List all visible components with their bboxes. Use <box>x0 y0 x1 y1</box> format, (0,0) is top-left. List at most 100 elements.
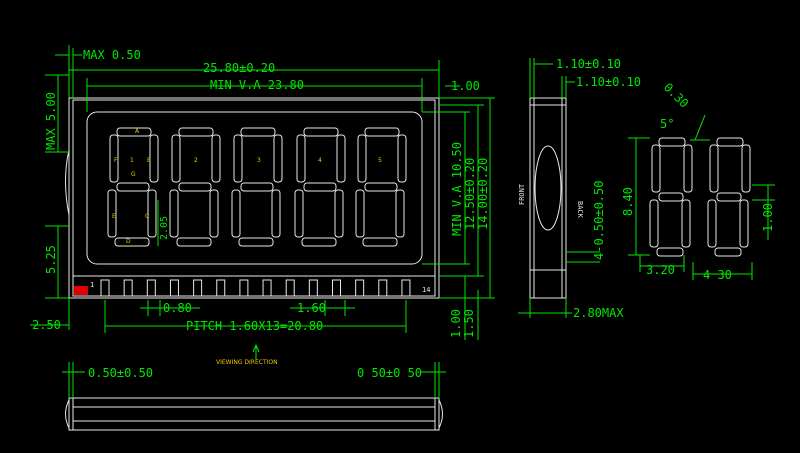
seg-e <box>169 189 179 238</box>
seg-a <box>364 127 400 137</box>
seg-b <box>741 144 751 193</box>
glass-inner-outline <box>72 99 436 297</box>
seg-label-f: F <box>114 157 118 164</box>
seg-label-a: A <box>135 128 140 135</box>
seg-d <box>114 237 150 247</box>
seg-c <box>739 199 749 248</box>
dim-height-1400: 14.00±0.20 <box>476 158 490 230</box>
pin-first-label: 1 <box>90 281 94 289</box>
seg-c <box>395 189 405 238</box>
pin-8 <box>262 279 272 297</box>
digit-label-2: 2 <box>194 157 198 164</box>
detail-100: 1.00 <box>761 203 775 232</box>
digit-detail-2 <box>707 137 751 257</box>
bottom-view: 0.50±0.50 0 50±0 50 <box>62 362 446 431</box>
pin-11 <box>332 279 341 297</box>
side-back: BACK <box>576 201 584 219</box>
dim-250: 2.50 <box>32 318 61 332</box>
glass-outline <box>68 97 440 299</box>
detail-840: 8.40 <box>621 187 635 216</box>
side-front: FRONT <box>518 183 526 205</box>
seg-b <box>336 134 346 183</box>
seg-g <box>716 192 742 202</box>
seg-b <box>149 134 159 183</box>
seg-f <box>296 134 306 183</box>
seg-c <box>147 189 157 238</box>
pin-9 <box>285 279 295 297</box>
side-dim-050: 4-0.50±0.50 <box>592 181 606 260</box>
dim-080: 0.80 <box>163 301 192 315</box>
seg-f <box>709 144 719 193</box>
dim-160: 1.60 <box>297 301 326 315</box>
dim-max-050: MAX 0.50 <box>83 48 141 62</box>
digit-label-5: 5 <box>378 157 382 164</box>
dim-bottom-100: 1.00 <box>449 309 463 338</box>
pin-7 <box>239 279 249 297</box>
main-dimensions: MAX 0.50 25.80±0.20 MIN V.A 23.80 1.00 M… <box>30 45 495 366</box>
pin-14 <box>401 279 411 297</box>
seg-g <box>658 192 684 202</box>
seg-e <box>649 199 659 248</box>
dim-min-va-height: MIN V.A 10.50 <box>450 142 464 236</box>
dim-min-va-width: MIN V.A 23.80 <box>210 78 304 92</box>
pin1-marker <box>74 286 88 295</box>
dim-205: 2.05 <box>159 216 170 240</box>
detail-430: 4 30 <box>703 268 732 282</box>
seg-b <box>397 134 407 183</box>
pin-4 <box>169 279 179 297</box>
detail-view: 0.30 5° 8.40 1.00 3.20 4 30 <box>621 80 775 282</box>
detail-030: 0.30 <box>661 80 691 110</box>
bottom-dim-left: 0.50±0.50 <box>88 366 153 380</box>
seg-e <box>355 189 365 238</box>
seg-c <box>681 199 691 248</box>
seg-label-b: B <box>147 157 151 164</box>
seg-d <box>656 247 684 257</box>
seg-b <box>211 134 221 183</box>
pin-last-label: 14 <box>422 286 430 294</box>
seg-label-g: G <box>131 171 136 178</box>
side-view: FRONT BACK 1.10±0.10 1.10±0.10 4-0.50±0.… <box>518 57 641 320</box>
pin-3 <box>146 279 156 297</box>
seg-c <box>271 189 281 238</box>
side-ellipse <box>534 145 562 231</box>
seg-g <box>364 182 398 192</box>
pin-row <box>100 279 411 297</box>
seg-label-d: D <box>126 238 131 245</box>
digit-label-3: 3 <box>257 157 261 164</box>
bottom-dim-right: 0 50±0 50 <box>357 366 422 380</box>
seg-d <box>362 237 398 247</box>
seg-g <box>116 182 150 192</box>
detail-320: 3.20 <box>646 263 675 277</box>
seg-f <box>651 144 661 193</box>
seg-b <box>273 134 283 183</box>
seg-a <box>240 127 276 137</box>
dim-height-1250: 12.50±0.20 <box>463 158 477 230</box>
pin-1 <box>100 279 110 297</box>
digit-5 <box>355 127 407 247</box>
dim-525: 5.25 <box>44 245 58 274</box>
pin-6 <box>216 279 226 297</box>
dim-right-100: 1.00 <box>451 79 480 93</box>
digit-1 <box>107 127 159 247</box>
seg-f <box>357 134 367 183</box>
main-view: 1 14 A F B G E C D 1 2 3 4 5 <box>65 97 440 299</box>
seg-c <box>334 189 344 238</box>
seg-label-e: E <box>112 213 116 220</box>
seg-d <box>301 237 337 247</box>
side-dim-280: 2.80MAX <box>573 306 624 320</box>
seg-d <box>176 237 212 247</box>
detail-5deg: 5° <box>660 117 674 131</box>
seg-a <box>716 137 744 147</box>
dim-pitch: PITCH 1.60X13=20.80 <box>186 319 323 333</box>
digit-label-1: 1 <box>130 157 134 164</box>
dim-bottom-150: 1.50 <box>462 309 476 338</box>
viewing-area <box>86 111 423 265</box>
seg-g <box>178 182 212 192</box>
digit-group <box>107 127 407 247</box>
seg-a <box>178 127 214 137</box>
pin-5 <box>193 279 203 297</box>
seg-e <box>107 189 117 238</box>
digit-3 <box>231 127 283 247</box>
digit-label-4: 4 <box>318 157 322 164</box>
